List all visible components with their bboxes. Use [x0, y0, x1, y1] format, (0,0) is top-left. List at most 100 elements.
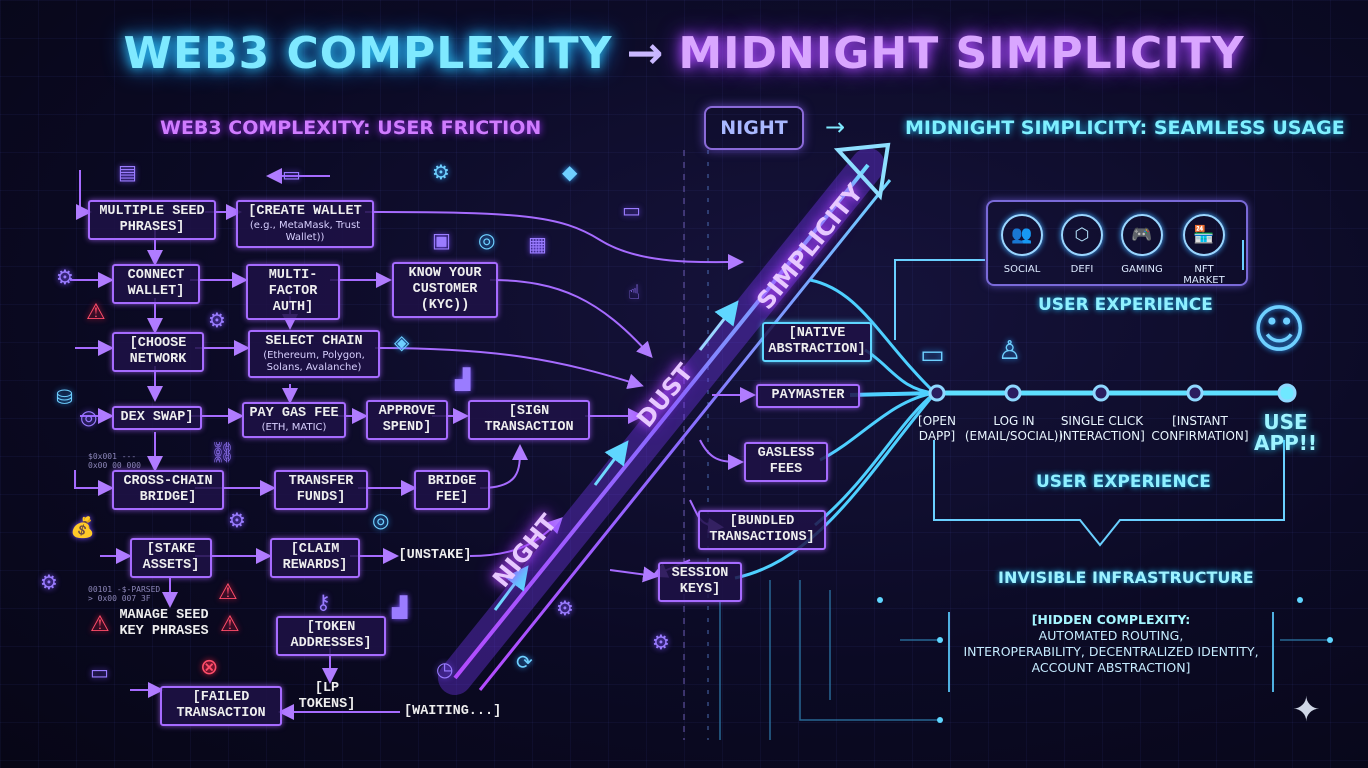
warning-icon: ⚠ — [86, 300, 106, 325]
user-avatar-icon: ☺ — [1252, 300, 1306, 360]
hidden-complexity-box: [HIDDEN COMPLEXITY: AUTOMATED ROUTING, I… — [948, 612, 1274, 692]
app-defi: ⬡ DEFI — [1052, 214, 1112, 275]
step-token-addresses: [TOKEN ADDRESSES] — [276, 616, 386, 656]
app-social-label: SOCIAL — [992, 264, 1052, 275]
sparkle-icon: ✦ — [1292, 690, 1321, 730]
chat-icon: ▤ — [118, 160, 137, 184]
title-arrow: → — [627, 28, 665, 79]
pill-arrow: → — [825, 113, 845, 141]
storefront-icon: 🏪 — [1183, 214, 1225, 256]
create-wallet-label: [CREATE WALLET — [248, 204, 361, 219]
flow-single-click: SINGLE CLICK INTERACTION] — [1056, 414, 1148, 444]
ethereum-gear-icon: ◈ — [394, 330, 409, 354]
app-defi-label: DEFI — [1052, 264, 1112, 275]
gear-icon: ⚙ — [56, 265, 74, 289]
step-unstake: [UNSTAKE] — [396, 548, 474, 564]
gear-icon: ⚙ — [556, 596, 574, 620]
chain-link-icon: ⛓ — [210, 440, 235, 464]
browser-icon: ▦ — [528, 232, 547, 256]
app-nft-market-label: NFT MARKET — [1174, 264, 1234, 286]
hidden-complexity-title: [HIDDEN COMPLEXITY: — [950, 612, 1272, 628]
app-social: 👥 SOCIAL — [992, 214, 1052, 275]
create-wallet-sub: (e.g., MetaMask, Trust Wallet)) — [242, 220, 368, 244]
page-title: WEB3 COMPLEXITY→MIDNIGHT SIMPLICITY — [0, 28, 1368, 79]
step-create-wallet: [CREATE WALLET(e.g., MetaMask, Trust Wal… — [236, 200, 374, 248]
gear-icon: ⚙ — [652, 630, 670, 654]
wallet-icon: ▭ — [622, 198, 641, 222]
clock-icon: ◷ — [436, 657, 453, 681]
warning-icon: ⚠ — [90, 612, 110, 637]
gear-icon: ⚙ — [228, 508, 246, 532]
flow-log-in: LOG IN (EMAIL/SOCIAL)) — [964, 414, 1064, 444]
wallet-icon: ▭ — [282, 162, 301, 186]
title-right: MIDNIGHT SIMPLICITY — [678, 28, 1244, 79]
flow-instant-confirmation: [INSTANT CONFIRMATION] — [1150, 414, 1250, 444]
left-section-heading: WEB3 COMPLEXITY: USER FRICTION — [160, 117, 541, 139]
growth-chart-icon: ▟ — [392, 595, 407, 619]
bar-chart-icon: ▟ — [455, 367, 470, 391]
step-connect-wallet: CONNECT WALLET] — [112, 264, 200, 304]
user-experience-top: USER EXPERIENCE — [1038, 295, 1213, 315]
step-kyc: KNOW YOUR CUSTOMER (KYC)) — [392, 262, 498, 318]
key-icon: ⚷ — [316, 590, 331, 614]
gamepad-icon: 🎮 — [1121, 214, 1163, 256]
step-choose-network: [CHOOSE NETWORK — [112, 332, 204, 372]
gear-icon: ⚙ — [432, 160, 450, 184]
step-bridge-fee: BRIDGE FEE] — [414, 470, 490, 510]
step-pay-gas-fee: PAY GAS FEE(ETH, MATIC) — [242, 402, 346, 438]
night-pill: NIGHT — [704, 106, 804, 150]
app-gaming: 🎮 GAMING — [1112, 214, 1172, 275]
pay-gas-label: PAY GAS FEE — [249, 406, 338, 421]
person-icon: ♙ — [998, 336, 1021, 366]
paymaster-box: PAYMASTER — [756, 384, 860, 408]
refresh-icon: ⟳ — [516, 650, 533, 674]
app-gaming-label: GAMING — [1112, 264, 1172, 275]
flow-open-dapp: [OPEN DAPP] — [908, 414, 966, 444]
step-cross-chain-bridge: CROSS-CHAIN BRIDGE] — [112, 470, 224, 510]
code-snippet-decor: $0x001 --- 0x00 00 000 — [88, 452, 141, 470]
step-sign-transaction: [SIGN TRANSACTION — [468, 400, 590, 440]
step-failed-transaction: [FAILED TRANSACTION — [160, 686, 282, 726]
error-x-icon: ⊗ — [200, 655, 218, 680]
native-abstraction-box: [NATIVE ABSTRACTION] — [762, 322, 872, 362]
step-stake-assets: [STAKE ASSETS] — [130, 538, 212, 578]
step-multiple-seed-phrases: MULTIPLE SEED PHRASES] — [88, 200, 216, 240]
step-transfer-funds: TRANSFER FUNDS] — [274, 470, 368, 510]
wallet-icon: ▭ — [90, 660, 109, 684]
step-select-chain: SELECT CHAIN(Ethereum, Polygon, Solans, … — [248, 330, 380, 378]
id-card-icon: ▣ — [432, 228, 451, 252]
coin-icon: ◎ — [372, 508, 389, 532]
apps-panel: 👥 SOCIAL ⬡ DEFI 🎮 GAMING 🏪 NFT MARKET — [986, 200, 1248, 286]
code-snippet-decor: 00101 -$-PARSED > 0x00 007 3F — [88, 585, 160, 603]
select-chain-sub: (Ethereum, Polygon, Solans, Avalanche) — [254, 350, 374, 374]
right-section-heading: MIDNIGHT SIMPLICITY: SEAMLESS USAGE — [905, 117, 1345, 139]
step-approve-spend: APPROVE SPEND] — [366, 400, 448, 440]
users-icon: 👥 — [1001, 214, 1043, 256]
money-bag-icon: 💰 — [70, 515, 95, 539]
warning-icon: ⚠ — [218, 580, 238, 605]
gear-icon: ⚙ — [208, 308, 226, 332]
invisible-infrastructure-heading: INVISIBLE INFRASTRUCTURE — [998, 568, 1254, 587]
hidden-complexity-body: AUTOMATED ROUTING, INTEROPERABILITY, DEC… — [950, 628, 1272, 676]
step-lp-tokens: [LP TOKENS] — [284, 681, 370, 713]
user-experience-bottom: USER EXPERIENCE — [1036, 472, 1211, 492]
bundled-transactions-box: [BUNDLED TRANSACTIONS] — [698, 510, 826, 550]
step-waiting: [WAITING...] — [404, 704, 490, 720]
step-claim-rewards: [CLAIM REWARDS] — [270, 538, 360, 578]
step-manage-seed-phrases: MANAGE SEED KEY PHRASES — [114, 608, 214, 640]
cube-icon: ⬡ — [1061, 214, 1103, 256]
browser-window-icon: ▭ — [920, 340, 945, 370]
step-multi-factor-auth: MULTI-FACTOR AUTH] — [246, 264, 340, 320]
warning-icon: ⚠ — [220, 612, 240, 637]
session-keys-box: SESSION KEYS] — [658, 562, 742, 602]
coin-icon: ◎ — [80, 405, 97, 429]
flow-use-app: USE APP!! — [1254, 412, 1317, 454]
app-nft-market: 🏪 NFT MARKET — [1174, 214, 1234, 286]
ethereum-icon: ◆ — [562, 160, 577, 184]
pointer-hand-icon: ☝ — [628, 280, 640, 304]
pay-gas-sub: (ETH, MATIC) — [248, 422, 340, 434]
database-icon: ⛁ — [56, 385, 73, 409]
gasless-fees-box: GASLESS FEES — [744, 442, 828, 482]
gear-icon: ⚙ — [40, 570, 58, 594]
coin-icon: ◎ — [478, 228, 495, 252]
